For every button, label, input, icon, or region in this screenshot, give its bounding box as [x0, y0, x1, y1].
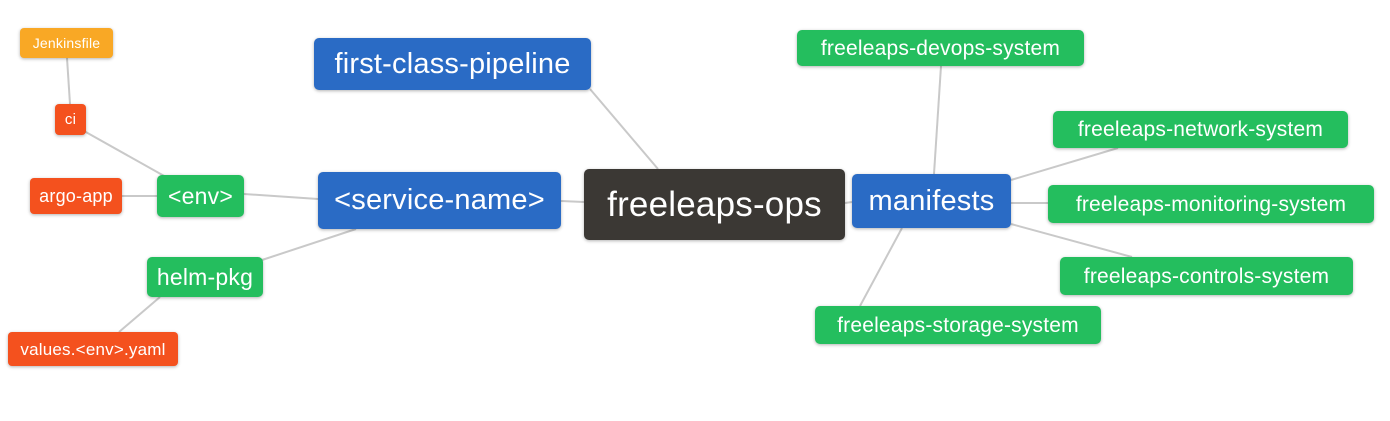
- edge-line: [560, 200, 585, 203]
- node-freeleaps-ops-root[interactable]: freeleaps-ops: [584, 169, 845, 240]
- node-ci[interactable]: ci: [55, 104, 86, 135]
- node-freeleaps-network-system[interactable]: freeleaps-network-system: [1053, 111, 1348, 148]
- node-jenkinsfile[interactable]: Jenkinsfile: [20, 28, 113, 58]
- node-argo-app[interactable]: argo-app: [30, 178, 122, 214]
- edge-line: [933, 65, 942, 175]
- node-first-class-pipeline[interactable]: first-class-pipeline: [314, 38, 591, 90]
- edge-line: [261, 228, 357, 261]
- node-values-env-yaml[interactable]: values.<env>.yaml: [8, 332, 178, 366]
- edge-line: [118, 296, 161, 333]
- node-service-name[interactable]: <service-name>: [318, 172, 561, 229]
- node-freeleaps-storage-system[interactable]: freeleaps-storage-system: [815, 306, 1101, 344]
- edge-line: [859, 227, 903, 307]
- edge-line: [1010, 147, 1119, 181]
- node-env[interactable]: <env>: [157, 175, 244, 217]
- edge-line: [66, 57, 71, 105]
- edge-line: [844, 201, 853, 204]
- node-helm-pkg[interactable]: helm-pkg: [147, 257, 263, 297]
- edge-line: [589, 88, 659, 170]
- node-freeleaps-devops-system[interactable]: freeleaps-devops-system: [797, 30, 1084, 66]
- edge-line: [1010, 223, 1133, 258]
- edge-line: [243, 193, 319, 200]
- edge-line: [83, 130, 167, 178]
- node-manifests[interactable]: manifests: [852, 174, 1011, 228]
- node-freeleaps-controls-system[interactable]: freeleaps-controls-system: [1060, 257, 1353, 295]
- node-freeleaps-monitoring-system[interactable]: freeleaps-monitoring-system: [1048, 185, 1374, 223]
